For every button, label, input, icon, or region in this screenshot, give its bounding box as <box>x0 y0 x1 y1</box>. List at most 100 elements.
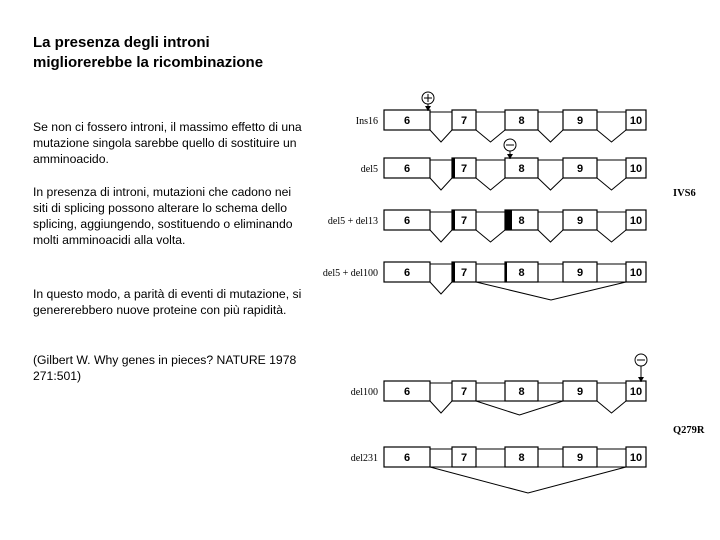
deletion-bar <box>452 210 455 230</box>
exon-box <box>383 157 431 179</box>
isoform-row: Ins16 6 7 8 9 10 <box>356 91 647 143</box>
exon-box <box>562 261 598 283</box>
paragraph-citation: (Gilbert W. Why genes in pieces? NATURE … <box>33 353 297 383</box>
group-label-ivs6: IVS6 <box>673 188 696 199</box>
row-label: Ins16 <box>356 116 378 127</box>
exon-number: 8 <box>518 267 524 279</box>
splice-junction <box>596 129 627 143</box>
isoform-row: del5 6 7 8 9 10 <box>361 138 647 191</box>
exon-number: 8 <box>518 215 524 227</box>
splice-junction <box>475 177 506 191</box>
exon-number: 6 <box>404 115 410 127</box>
row-label: del5 <box>361 164 378 175</box>
isoform-row: del5 + del13 6 7 8 9 10 <box>328 209 647 243</box>
exon-number: 10 <box>630 267 642 279</box>
exon-box <box>383 109 431 131</box>
exon-number: 6 <box>404 386 410 398</box>
group-label-q279r: Q279R <box>673 425 705 436</box>
isoform-row: del5 + del100 6 7 8 9 10 <box>323 261 647 301</box>
exon-box <box>451 380 477 402</box>
exon-number: 9 <box>577 163 583 175</box>
exon-box <box>625 209 647 231</box>
splice-junction <box>475 129 506 143</box>
exon-number: 9 <box>577 386 583 398</box>
exon-number: 10 <box>630 163 642 175</box>
splice-junction <box>475 281 627 301</box>
row-label: del5 + del100 <box>323 268 378 279</box>
exon-number: 8 <box>518 386 524 398</box>
splice-junction <box>596 400 627 414</box>
exon-number: 10 <box>630 386 642 398</box>
exon-number: 9 <box>577 215 583 227</box>
exon-number: 7 <box>461 267 467 279</box>
exon-number: 7 <box>461 386 467 398</box>
exon-number: 9 <box>577 452 583 464</box>
splice-junction <box>429 177 453 191</box>
row-label: del231 <box>351 453 378 464</box>
exon-box <box>562 157 598 179</box>
splice-junction <box>429 466 627 494</box>
page-title: La presenza degli introni migliorerebbe … <box>33 34 264 71</box>
isoform-row: del100 6 7 8 9 10 <box>351 353 648 416</box>
exon-number: 7 <box>461 163 467 175</box>
exon-box <box>504 380 539 402</box>
exon-number: 8 <box>518 115 524 127</box>
exon-number: 6 <box>404 215 410 227</box>
deletion-bar <box>505 210 512 230</box>
exon-number: 7 <box>461 452 467 464</box>
exon-box <box>504 109 539 131</box>
exon-box <box>562 209 598 231</box>
exon-number: 8 <box>518 452 524 464</box>
exon-number: 6 <box>404 163 410 175</box>
exon-box <box>625 380 647 402</box>
exon-box <box>562 109 598 131</box>
row-label: del100 <box>351 387 378 398</box>
splice-junction <box>596 229 627 243</box>
deletion-bar <box>452 262 455 282</box>
exon-number: 7 <box>461 115 467 127</box>
exon-number: 9 <box>577 267 583 279</box>
exon-box <box>504 157 539 179</box>
splice-junction <box>537 177 564 191</box>
exon-number: 7 <box>461 215 467 227</box>
exon-number: 8 <box>518 163 524 175</box>
exon-box <box>383 261 431 283</box>
exon-box <box>625 446 647 468</box>
exon-box <box>625 261 647 283</box>
exon-box <box>451 446 477 468</box>
exon-box <box>562 380 598 402</box>
splice-junction <box>429 281 453 295</box>
splice-junction <box>429 229 453 243</box>
splice-junction <box>537 229 564 243</box>
paragraph-faster-proteins: In questo modo, a parità di eventi di mu… <box>33 287 302 317</box>
exon-box <box>383 446 431 468</box>
splice-junction <box>537 129 564 143</box>
pointer-arrowhead <box>507 154 513 159</box>
row-label: del5 + del13 <box>328 216 378 227</box>
exon-number: 10 <box>630 115 642 127</box>
exon-box <box>625 157 647 179</box>
exon-number: 9 <box>577 115 583 127</box>
isoform-row: del231 6 7 8 9 10 <box>351 446 647 494</box>
splice-junction <box>596 177 627 191</box>
exon-number: 6 <box>404 267 410 279</box>
exon-box <box>383 209 431 231</box>
splice-junction <box>429 400 453 414</box>
pointer-arrowhead <box>638 377 644 382</box>
splice-junction <box>475 400 564 416</box>
exon-number: 6 <box>404 452 410 464</box>
pointer-arrowhead <box>425 106 431 111</box>
exon-box <box>383 380 431 402</box>
deletion-bar <box>452 158 455 178</box>
splice-junction <box>475 229 506 243</box>
paragraph-with-introns: In presenza di introni, mutazioni che ca… <box>33 185 293 247</box>
paragraph-no-introns: Se non ci fossero introni, il massimo ef… <box>33 120 302 166</box>
exon-number: 10 <box>630 452 642 464</box>
exon-box <box>451 109 477 131</box>
exon-box <box>562 446 598 468</box>
deletion-bar <box>505 262 507 282</box>
exon-box <box>504 446 539 468</box>
exon-number: 10 <box>630 215 642 227</box>
splice-junction <box>429 129 453 143</box>
